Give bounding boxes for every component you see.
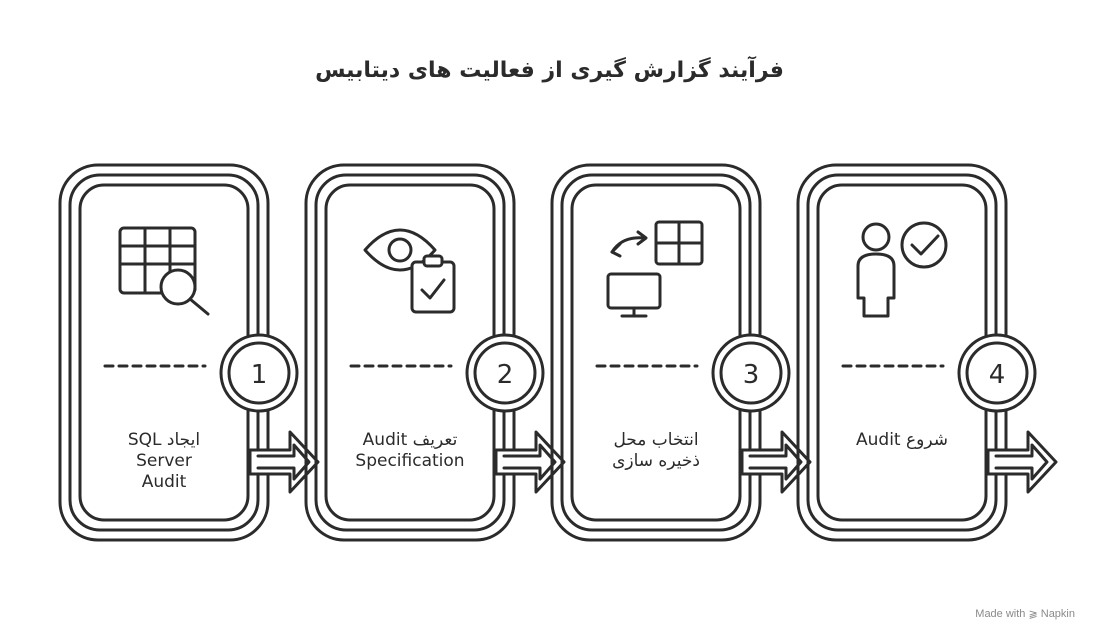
step-badge-1 [219,333,299,413]
step-label-1: SQL ایجاد Server Audit [127,430,201,492]
diagram-title: فرآیند گزارش گیری از فعالیت های دیتابیس [315,58,784,83]
made-with-napkin-credit[interactable]: Made with ⫺ Napkin [975,608,1075,620]
step-number-2: 2 [497,360,514,390]
monitor-table-icon [606,220,704,318]
table-search-icon [118,226,210,316]
step-number-4: 4 [989,360,1006,390]
person-check-icon [856,221,948,318]
flow-arrow-1 [248,430,320,494]
eye-clipboard-icon [363,228,456,314]
step-number-1: 1 [251,360,268,390]
step-label-4: Audit شروع [856,430,948,450]
step-number-3: 3 [743,360,760,390]
step-badge-2 [465,333,545,413]
step-badge-3 [711,333,791,413]
flow-arrow-4 [986,430,1058,494]
step-label-3: انتخاب محل ذخیره سازی [612,430,700,471]
flow-arrow-3 [740,430,812,494]
flow-arrow-2 [494,430,566,494]
step-label-2: Audit تعریف Specification [355,430,465,471]
step-badge-4 [957,333,1037,413]
